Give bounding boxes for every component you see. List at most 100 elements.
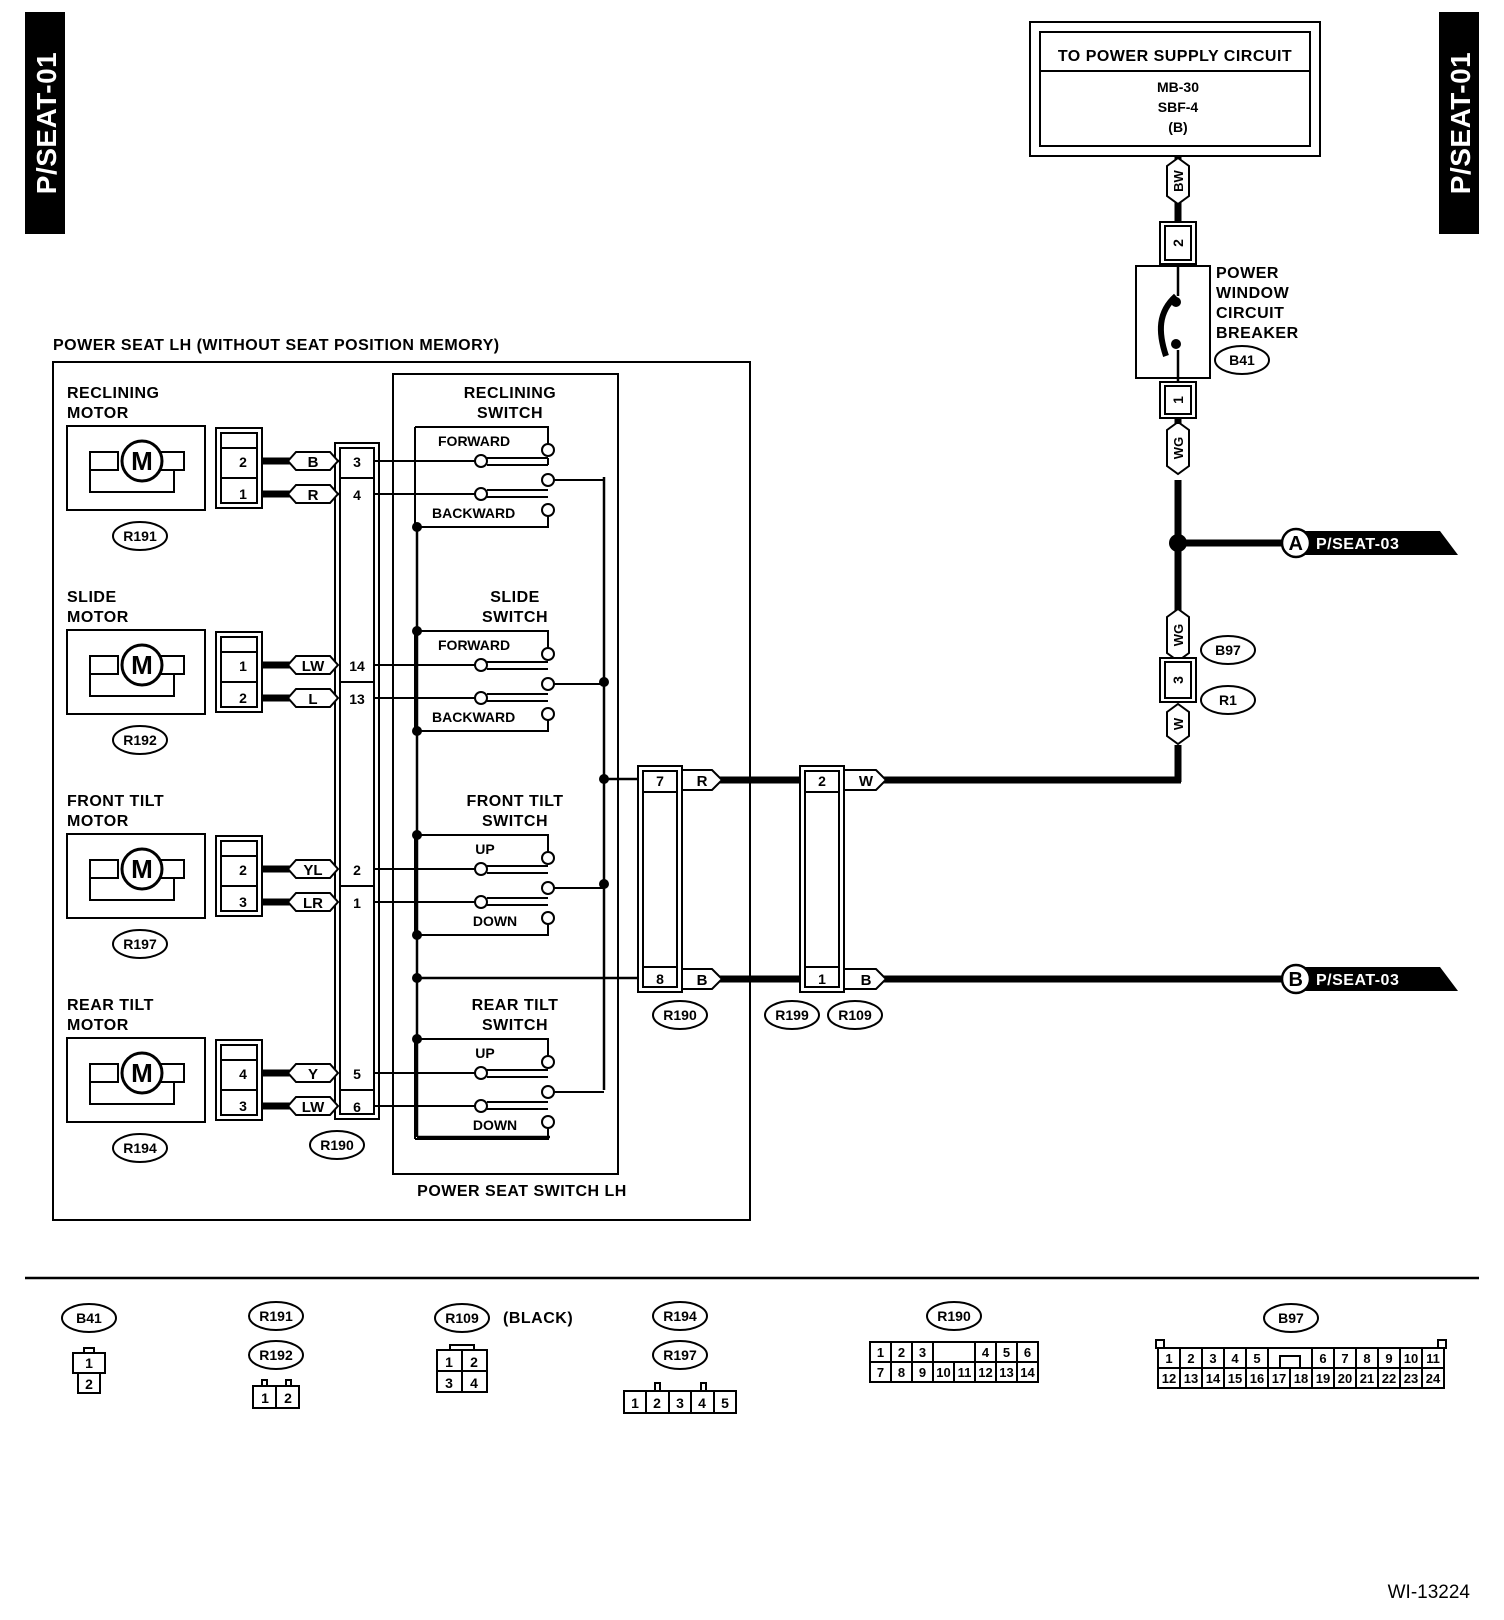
svg-text:R197: R197 xyxy=(123,936,157,952)
legend-r109: R109 (BLACK) 1 2 3 4 xyxy=(434,1303,573,1393)
svg-text:MOTOR: MOTOR xyxy=(67,609,129,626)
b97-pin: 17 xyxy=(1272,1371,1286,1386)
svg-text:B: B xyxy=(861,972,872,989)
svg-text:8: 8 xyxy=(656,971,664,987)
svg-text:1: 1 xyxy=(818,971,826,987)
b97-pin: 20 xyxy=(1338,1371,1352,1386)
b97-pin: 7 xyxy=(1341,1351,1348,1366)
r190-pin: 10 xyxy=(936,1365,950,1380)
svg-text:3: 3 xyxy=(1170,676,1186,684)
svg-text:REAR TILT: REAR TILT xyxy=(67,997,154,1014)
svg-text:BACKWARD: BACKWARD xyxy=(432,505,515,521)
svg-text:1: 1 xyxy=(239,486,247,502)
b97-pin: 15 xyxy=(1228,1371,1242,1386)
svg-text:R: R xyxy=(697,773,708,790)
b97-pin: 21 xyxy=(1360,1371,1374,1386)
svg-text:1: 1 xyxy=(631,1395,639,1411)
r190-pin: 8 xyxy=(898,1365,905,1380)
svg-text:POWER: POWER xyxy=(1216,265,1279,282)
svg-text:R194: R194 xyxy=(123,1140,157,1156)
svg-text:SWITCH: SWITCH xyxy=(482,1017,548,1034)
svg-text:R194: R194 xyxy=(663,1308,697,1324)
wire-tag-w: W xyxy=(1166,702,1190,746)
b97-pin: 12 xyxy=(1162,1371,1176,1386)
svg-text:2: 2 xyxy=(470,1354,478,1370)
svg-text:R190: R190 xyxy=(937,1308,971,1324)
r190-pin: 5 xyxy=(1003,1345,1010,1360)
motor-group-2: FRONT TILT MOTOR M R197 2 3 YL LR 2 1 FR… xyxy=(66,793,604,959)
svg-text:3: 3 xyxy=(445,1375,453,1391)
b97-pin: 11 xyxy=(1426,1351,1440,1366)
b97-pin: 16 xyxy=(1250,1371,1264,1386)
svg-text:BREAKER: BREAKER xyxy=(1216,325,1299,342)
svg-text:2: 2 xyxy=(818,773,826,789)
svg-text:P/SEAT-01: P/SEAT-01 xyxy=(31,52,62,194)
svg-text:3: 3 xyxy=(239,1098,247,1114)
svg-text:4: 4 xyxy=(353,487,361,503)
wire-tag-b2: B xyxy=(843,968,888,990)
svg-text:6: 6 xyxy=(353,1099,361,1115)
svg-text:3: 3 xyxy=(353,454,361,470)
svg-text:B97: B97 xyxy=(1215,642,1241,658)
svg-text:R191: R191 xyxy=(123,528,157,544)
switch-connector-label: R190 xyxy=(320,1137,354,1153)
svg-text:(BLACK): (BLACK) xyxy=(503,1310,573,1327)
motor-group-3: REAR TILT MOTOR M R194 4 3 Y LW 5 6 REAR… xyxy=(66,997,604,1163)
svg-text:FRONT TILT: FRONT TILT xyxy=(67,793,164,810)
svg-text:SWITCH: SWITCH xyxy=(477,405,543,422)
svg-text:4: 4 xyxy=(698,1395,706,1411)
power-seat-assembly: POWER SEAT LH (WITHOUT SEAT POSITION MEM… xyxy=(52,337,751,1221)
svg-text:YL: YL xyxy=(303,862,322,879)
svg-text:FORWARD: FORWARD xyxy=(438,433,510,449)
svg-text:RECLINING: RECLINING xyxy=(464,385,557,402)
svg-text:R109: R109 xyxy=(838,1007,872,1023)
wire-tag-b: B xyxy=(681,968,724,990)
r190-pin: 11 xyxy=(958,1365,972,1380)
svg-text:R109: R109 xyxy=(445,1310,479,1326)
svg-text:2: 2 xyxy=(239,690,247,706)
svg-text:W: W xyxy=(1171,717,1186,730)
svg-text:BACKWARD: BACKWARD xyxy=(432,709,515,725)
b97-pin: 5 xyxy=(1253,1351,1260,1366)
b97-pin: 10 xyxy=(1404,1351,1418,1366)
wire-tag-r: R xyxy=(681,769,724,791)
svg-text:M: M xyxy=(131,446,153,476)
svg-text:2: 2 xyxy=(653,1395,661,1411)
b97-pin: 8 xyxy=(1363,1351,1370,1366)
circuit-breaker: 2 1 POWER WINDOW CIRCUIT BREAKER B41 xyxy=(1135,221,1299,424)
svg-text:SLIDE: SLIDE xyxy=(67,589,117,606)
svg-text:UP: UP xyxy=(475,841,494,857)
junction-a-ref: A P/SEAT-03 xyxy=(1280,527,1458,559)
switch-assembly-label: POWER SEAT SWITCH LH xyxy=(417,1183,627,1200)
svg-text:P/SEAT-03: P/SEAT-03 xyxy=(1316,972,1399,989)
svg-text:4: 4 xyxy=(470,1375,478,1391)
svg-text:BW: BW xyxy=(1171,169,1186,191)
svg-text:1: 1 xyxy=(261,1390,269,1406)
b97-pin: 24 xyxy=(1426,1371,1441,1386)
svg-text:R197: R197 xyxy=(663,1347,697,1363)
svg-text:UP: UP xyxy=(475,1045,494,1061)
r190-pin: 6 xyxy=(1024,1345,1031,1360)
svg-text:2: 2 xyxy=(239,862,247,878)
svg-text:Y: Y xyxy=(308,1066,318,1083)
r190-pin: 9 xyxy=(919,1365,926,1380)
svg-text:M: M xyxy=(131,854,153,884)
svg-text:SWITCH: SWITCH xyxy=(482,813,548,830)
svg-text:W: W xyxy=(859,773,874,790)
r199-r109-connector: 2 1 R199 R109 xyxy=(764,765,883,1030)
svg-text:1: 1 xyxy=(239,658,247,674)
svg-text:P/SEAT-03: P/SEAT-03 xyxy=(1316,536,1399,553)
svg-text:FRONT TILT: FRONT TILT xyxy=(466,793,563,810)
figure-id: WI-13224 xyxy=(1388,1582,1471,1603)
svg-text:14: 14 xyxy=(349,658,365,674)
motor-group-1: SLIDE MOTOR M R192 1 2 LW L 14 13 SLIDE … xyxy=(66,589,604,755)
svg-text:R1: R1 xyxy=(1219,692,1237,708)
svg-text:1: 1 xyxy=(445,1354,453,1370)
b97-pin: 2 xyxy=(1187,1351,1194,1366)
svg-text:M: M xyxy=(131,1058,153,1088)
wire-tag-wg2: WG xyxy=(1166,607,1190,663)
svg-text:B41: B41 xyxy=(76,1310,102,1326)
svg-text:RECLINING: RECLINING xyxy=(67,385,160,402)
